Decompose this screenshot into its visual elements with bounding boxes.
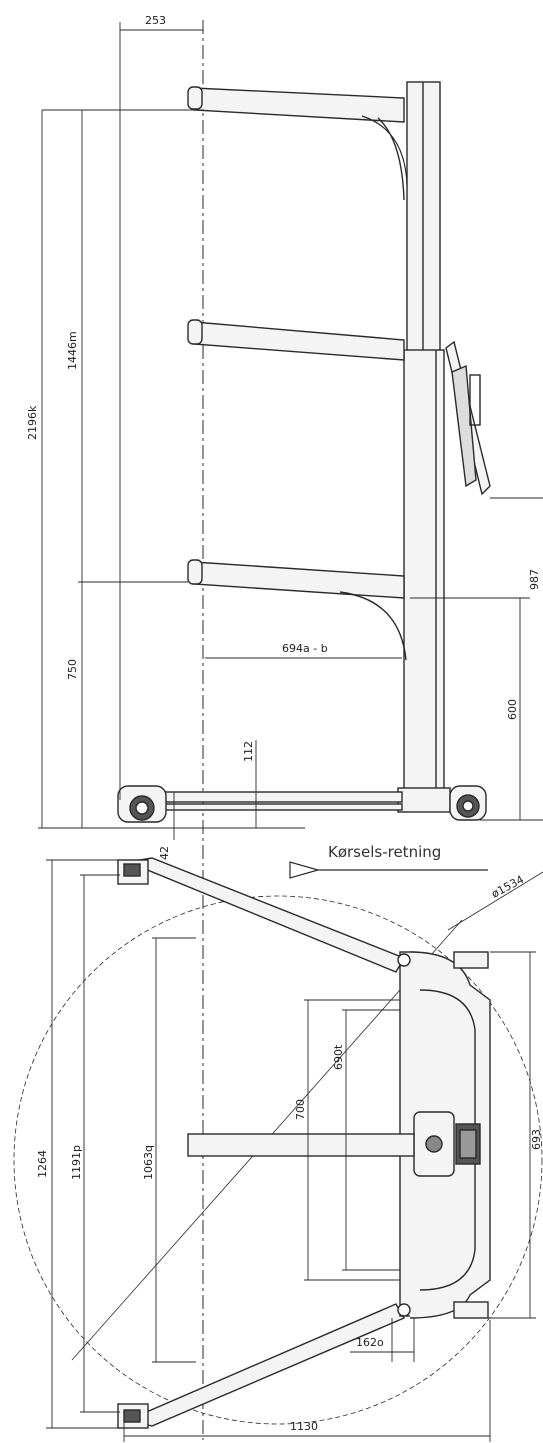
mast [397, 81, 451, 813]
dim-mast-base-height: 600 [506, 699, 519, 720]
arm-top-view-upper [117, 857, 406, 973]
dim-top-offset: 253 [145, 14, 166, 27]
direction-label: Kørsels-retning [328, 843, 441, 861]
side-dimensions [38, 22, 543, 840]
arm-top [187, 86, 408, 201]
dim-lower-arm-height: 750 [66, 659, 79, 680]
arm-top-view-lower [117, 1303, 405, 1429]
dim-turning-diameter: ø1534 [489, 873, 526, 901]
dim-arm-reach: 694a - b [282, 642, 328, 655]
dim-chassis-height: 112 [242, 741, 255, 762]
dim-length: 1130 [290, 1420, 318, 1433]
dim-rear-width: 693 [530, 1129, 543, 1150]
arm-lower [187, 559, 407, 661]
side-view [38, 20, 543, 1440]
dim-outer-width: 1264 [36, 1150, 49, 1178]
top-dimensions [46, 859, 536, 1442]
dim-inner-width: 1191p [70, 1145, 83, 1180]
mast-head [413, 1111, 481, 1177]
top-view [13, 857, 543, 1442]
push-handle [445, 340, 491, 496]
center-bar [187, 1133, 415, 1157]
arm-middle [187, 319, 405, 361]
dim-ground-clearance: 42 [158, 846, 171, 860]
turning-circle [13, 895, 543, 1425]
dim-upper-arm-height: 1446m [66, 331, 79, 370]
dim-total-height: 2196k [26, 405, 39, 440]
dim-offset: 162o [356, 1336, 384, 1349]
dim-handle-height: 987 [528, 569, 541, 590]
direction-arrow [289, 861, 488, 879]
dim-mast-span: 700 [294, 1099, 307, 1120]
dim-base-span: 690t [332, 1044, 345, 1070]
dim-rail-length: 1063q [142, 1145, 155, 1180]
chassis [117, 785, 487, 823]
